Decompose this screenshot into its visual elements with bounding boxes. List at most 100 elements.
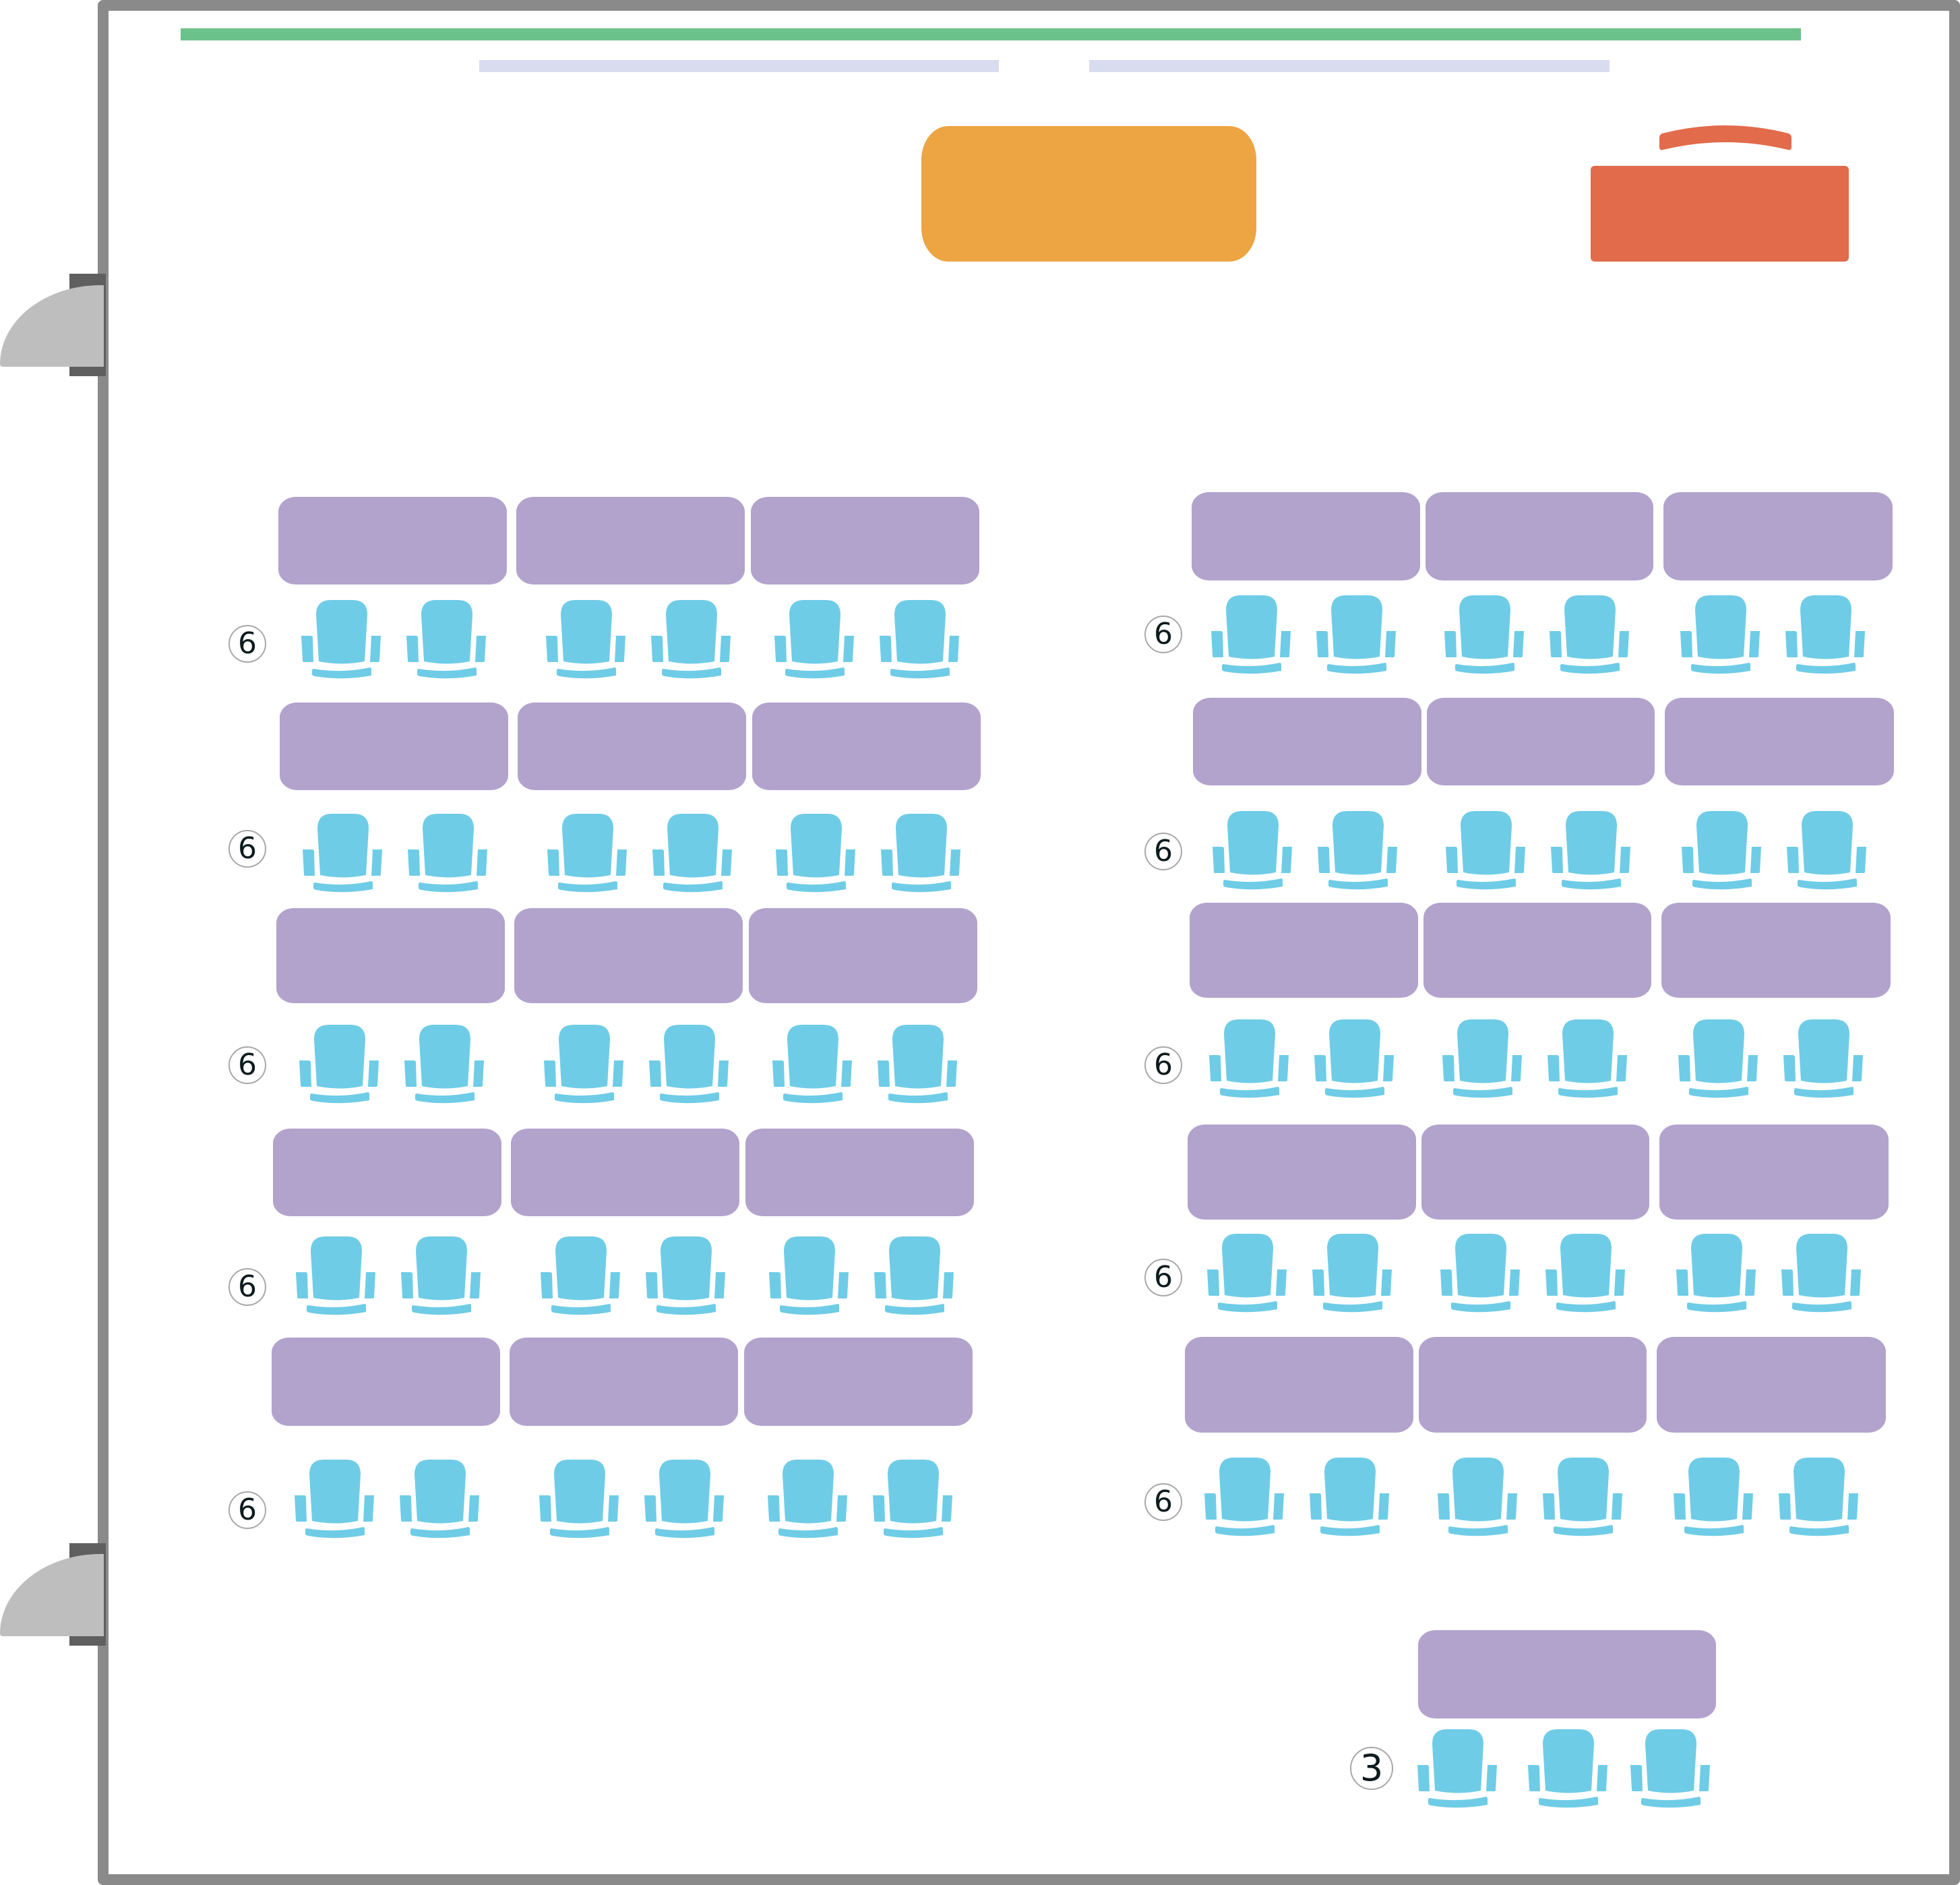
chair-icon[interactable] (644, 1236, 728, 1316)
chair-icon[interactable] (300, 600, 384, 680)
chair-icon[interactable] (1785, 811, 1869, 891)
chair-icon[interactable] (878, 600, 962, 680)
left-section-row-4-table-1[interactable] (273, 1129, 501, 1216)
chair-icon[interactable] (1675, 1234, 1758, 1313)
chair-icon[interactable] (293, 1460, 377, 1539)
chair-icon[interactable] (1550, 811, 1633, 891)
right-section-row-3-table-3[interactable] (1661, 903, 1891, 998)
chair-icon[interactable] (1308, 1458, 1392, 1537)
chair-icon[interactable] (1541, 1458, 1625, 1537)
chair-icon[interactable] (648, 1025, 731, 1104)
left-section-row-1-table-1[interactable] (278, 497, 507, 585)
chair-icon[interactable] (773, 600, 857, 680)
chair-icon[interactable] (1444, 811, 1528, 891)
chair-icon[interactable] (880, 814, 963, 893)
left-section-row-5-table-2[interactable] (510, 1338, 738, 1426)
left-section-row-4-table-2[interactable] (511, 1129, 739, 1216)
chair-icon[interactable] (1546, 1019, 1630, 1099)
chair-icon[interactable] (301, 814, 385, 893)
chair-icon[interactable] (1313, 1019, 1397, 1099)
right-section-row-4-table-1[interactable] (1188, 1125, 1416, 1220)
chair-icon[interactable] (403, 1025, 487, 1104)
chair-icon[interactable] (406, 814, 490, 893)
chair-icon[interactable] (651, 814, 735, 893)
chair-icon[interactable] (1629, 1729, 1713, 1809)
chair-icon[interactable] (1416, 1729, 1500, 1809)
right-section-row-5-table-3[interactable] (1657, 1337, 1886, 1433)
chair-icon[interactable] (1316, 811, 1400, 891)
chair-icon[interactable] (774, 814, 858, 893)
chair-icon[interactable] (298, 1025, 381, 1104)
left-section-row-1-table-2[interactable] (516, 497, 745, 585)
chair-icon[interactable] (295, 1236, 378, 1316)
teacher-chair-icon[interactable] (1658, 121, 1793, 152)
chair-icon[interactable] (771, 1025, 855, 1104)
chair-icon[interactable] (546, 814, 630, 893)
chair-icon[interactable] (1677, 1019, 1760, 1099)
chair-icon[interactable] (538, 1460, 621, 1539)
left-section-row-2-table-2[interactable] (518, 702, 746, 790)
chair-icon[interactable] (1780, 1234, 1864, 1313)
chair-icon[interactable] (643, 1460, 727, 1539)
chair-icon[interactable] (1548, 595, 1632, 675)
chair-icon[interactable] (1206, 1234, 1289, 1313)
right-section-row-3-table-2[interactable] (1423, 903, 1651, 998)
projector-cart[interactable] (921, 126, 1256, 262)
left-section-row-4-table-3[interactable] (745, 1129, 974, 1216)
right-section-row-1-table-3[interactable] (1663, 492, 1893, 580)
right-section-row-5-table-2[interactable] (1419, 1337, 1647, 1433)
door-top-icon[interactable] (0, 285, 104, 367)
left-section-row-3-table-3[interactable] (749, 908, 977, 1003)
chair-icon[interactable] (1436, 1458, 1520, 1537)
left-section-row-3-table-2[interactable] (514, 908, 743, 1003)
right-section-row-2-table-3[interactable] (1665, 698, 1894, 785)
chair-icon[interactable] (650, 600, 733, 680)
chair-icon[interactable] (1315, 595, 1399, 675)
chair-icon[interactable] (539, 1236, 623, 1316)
chair-icon[interactable] (1777, 1458, 1861, 1537)
chair-icon[interactable] (1679, 595, 1763, 675)
chair-icon[interactable] (1439, 1234, 1523, 1313)
right-section-row-5-table-1[interactable] (1185, 1337, 1413, 1433)
chair-icon[interactable] (1210, 595, 1293, 675)
chair-icon[interactable] (1443, 595, 1527, 675)
right-section-row-4-table-3[interactable] (1659, 1125, 1889, 1220)
left-section-row-5-table-1[interactable] (272, 1338, 500, 1426)
chair-icon[interactable] (1680, 811, 1764, 891)
chair-icon[interactable] (400, 1236, 483, 1316)
right-section-row-1-table-2[interactable] (1426, 492, 1653, 580)
chair-icon[interactable] (398, 1460, 482, 1539)
left-section-row-1-table-3[interactable] (751, 497, 979, 585)
chair-icon[interactable] (873, 1236, 956, 1316)
right-section-row-1-table-1[interactable] (1192, 492, 1420, 580)
left-section-row-2-table-1[interactable] (280, 702, 508, 790)
chair-icon[interactable] (1311, 1234, 1395, 1313)
extra-table[interactable] (1418, 1630, 1716, 1718)
chair-front-rail (1215, 1525, 1275, 1536)
left-section-row-2-table-3[interactable] (752, 702, 981, 790)
chair-icon[interactable] (1441, 1019, 1525, 1099)
chair-icon[interactable] (405, 600, 489, 680)
chair-icon[interactable] (1208, 1019, 1291, 1099)
teacher-desk[interactable] (1591, 166, 1849, 262)
chair-icon[interactable] (1527, 1729, 1610, 1809)
chair-icon[interactable] (871, 1460, 955, 1539)
chair-icon[interactable] (545, 600, 628, 680)
chair-icon[interactable] (768, 1236, 851, 1316)
left-section-row-3-table-1[interactable] (276, 908, 505, 1003)
chair-icon[interactable] (766, 1460, 850, 1539)
door-bottom-icon[interactable] (0, 1554, 104, 1636)
chair-icon[interactable] (1203, 1458, 1287, 1537)
right-section-row-3-table-1[interactable] (1190, 903, 1418, 998)
right-section-row-2-table-1[interactable] (1193, 698, 1421, 785)
right-section-row-4-table-2[interactable] (1421, 1125, 1649, 1220)
chair-icon[interactable] (1544, 1234, 1628, 1313)
right-section-row-2-table-2[interactable] (1427, 698, 1655, 785)
chair-icon[interactable] (876, 1025, 960, 1104)
chair-icon[interactable] (1782, 1019, 1866, 1099)
chair-icon[interactable] (543, 1025, 626, 1104)
chair-icon[interactable] (1211, 811, 1295, 891)
chair-icon[interactable] (1784, 595, 1868, 675)
left-section-row-5-table-3[interactable] (744, 1338, 973, 1426)
chair-icon[interactable] (1672, 1458, 1756, 1537)
